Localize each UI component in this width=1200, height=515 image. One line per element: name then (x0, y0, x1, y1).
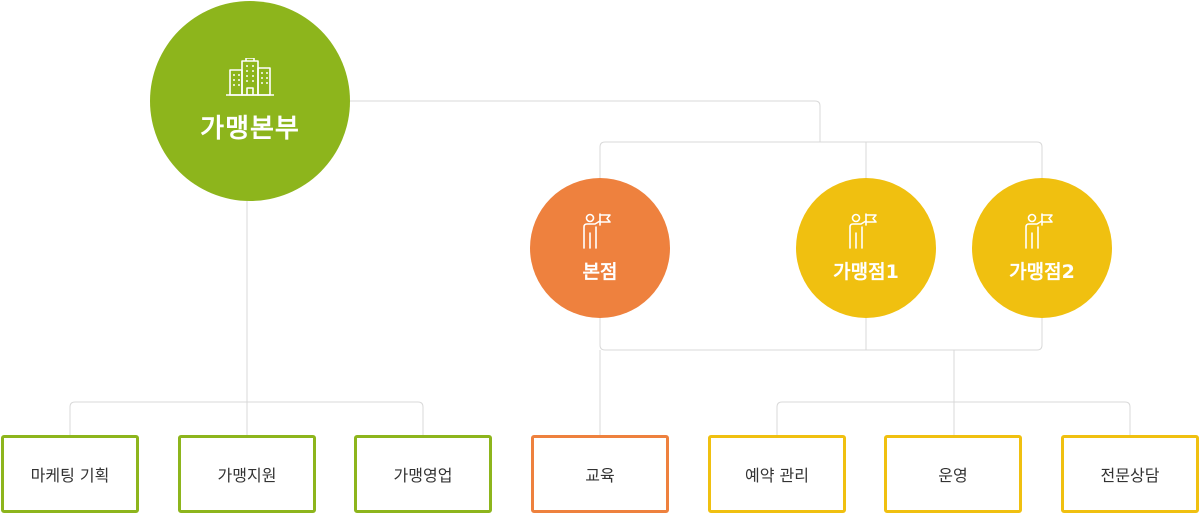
dept-box-franchise-sales: 가맹영업 (354, 435, 492, 513)
franchise1-label: 가맹점1 (833, 260, 899, 283)
franchise2-node: 가맹점2 (972, 178, 1112, 318)
dept-box-franchise-support: 가맹지원 (178, 435, 316, 513)
dept-box-operation: 운영 (884, 435, 1022, 513)
connector-branch-bus-bottom (599, 318, 1043, 351)
person-flag-icon (583, 212, 611, 249)
dept-box-marketing: 마케팅 기획 (1, 435, 139, 513)
person-flag-icon (849, 212, 877, 249)
headquarters-label: 가맹본부 (200, 113, 300, 144)
headquarters-node: 가맹본부 (150, 1, 350, 201)
franchise2-label: 가맹점2 (1009, 260, 1075, 283)
building-icon (226, 57, 274, 96)
store-label: 본점 (582, 260, 618, 283)
connector-hq-to-branches (350, 100, 821, 142)
dept-box-education: 교육 (531, 435, 669, 513)
connector-branch-bus-top (599, 141, 1043, 178)
franchise1-node: 가맹점1 (796, 178, 936, 318)
store-node: 본점 (530, 178, 670, 318)
dept-box-reservation: 예약 관리 (708, 435, 846, 513)
person-flag-icon (1025, 212, 1053, 249)
dept-box-consulting: 전문상담 (1061, 435, 1199, 513)
